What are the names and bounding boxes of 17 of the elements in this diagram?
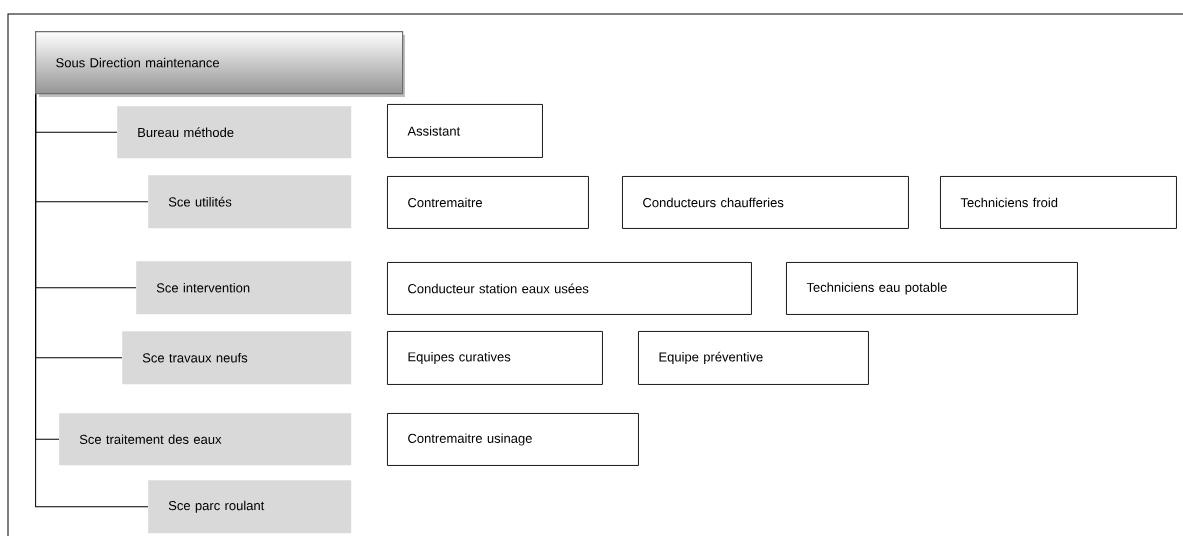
org-head-box: Sous Direction maintenance: [35, 31, 405, 97]
department-box: Sce traitement des eaux: [59, 413, 352, 466]
department-box: Sce utilités: [148, 175, 352, 229]
connector-line: [35, 93, 149, 508]
department-box: Bureau méthode: [117, 106, 352, 159]
role-box: Techniciens eau potable: [786, 262, 1078, 315]
role-box: Assistant: [387, 104, 543, 158]
department-box: Sce travaux neufs: [122, 331, 352, 385]
role-box: Conducteur station eaux usées: [387, 262, 752, 315]
role-box: Equipe préventive: [638, 331, 869, 385]
department-box: Sce intervention: [136, 261, 352, 315]
role-box: Contremaitre usinage: [387, 413, 639, 466]
role-box: Contremaitre: [387, 176, 589, 229]
role-box: Conducteurs chaufferies: [622, 176, 909, 229]
department-box: Sce parc roulant: [148, 480, 352, 534]
role-box: Techniciens froid: [940, 176, 1177, 229]
role-box: Equipes curatives: [387, 331, 603, 385]
